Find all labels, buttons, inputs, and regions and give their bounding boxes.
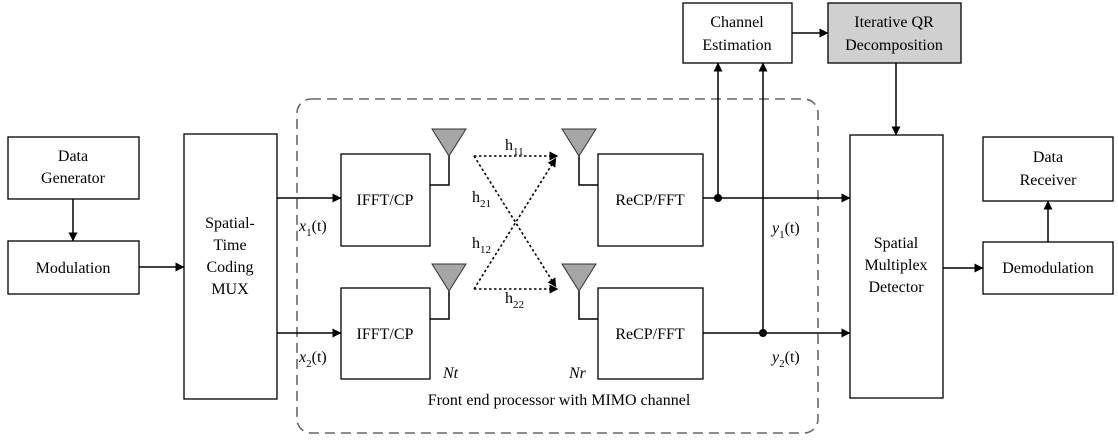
signal-label-y1: y1(t) [770,220,800,241]
channel-label-h21: h21 [472,189,491,210]
rx-antenna-2-icon [561,263,598,320]
front-end-region [296,98,819,434]
svg-text:MUX: MUX [211,281,249,298]
signal-label-x1: x1(t) [298,218,327,239]
svg-text:ReCP/FFT: ReCP/FFT [615,192,685,209]
svg-text:Detector: Detector [868,279,924,296]
channel-estimation-block: Channel Estimation [682,2,793,64]
stc-mux-block: Spatial- Time Coding MUX [183,133,278,400]
data-receiver-block: Data Receiver [982,136,1114,202]
ifft-cp-block-2: IFFT/CP [340,287,431,380]
rx-antenna-1-icon [561,128,598,186]
svg-text:Time: Time [213,237,246,254]
svg-text:Iterative QR: Iterative QR [854,14,934,31]
junction-dot-y1 [714,194,722,202]
svg-text:Coding: Coding [206,259,253,276]
tx-antenna-2-icon [430,263,467,320]
data-generator-block: Data Generator [7,136,140,200]
recp-fft-block-1: ReCP/FFT [597,153,704,247]
tx-antenna-1-icon [430,128,467,186]
svg-text:Estimation: Estimation [702,37,771,54]
svg-text:Multiplex: Multiplex [864,257,927,274]
iterative-qr-block: Iterative QR Decomposition [827,2,962,64]
demodulation-block: Demodulation [982,241,1114,295]
svg-text:Data: Data [1033,149,1063,166]
spatial-detector-block: Spatial Multiplex Detector [849,134,944,399]
junction-dot-y2 [759,329,767,337]
svg-text:Spatial-: Spatial- [205,215,255,232]
channel-label-h22: h22 [505,290,524,311]
channel-label-h12: h12 [472,235,491,256]
svg-text:Decomposition: Decomposition [845,37,943,54]
channel-path-h12 [473,157,557,290]
svg-text:Channel: Channel [710,14,764,31]
recp-fft-block-2: ReCP/FFT [597,287,704,380]
ifft-cp-block-1: IFFT/CP [340,153,431,247]
svg-text:Generator: Generator [41,170,106,187]
channel-path-h21 [473,155,557,288]
modulation-block: Modulation [7,240,140,295]
signal-label-x2: x2(t) [298,349,327,370]
front-end-caption: Front end processor with MIMO channel [428,392,691,409]
rx-antenna-count-label: Nr [568,365,587,382]
signal-label-y2: y2(t) [770,349,800,370]
svg-text:Spatial: Spatial [874,235,919,252]
svg-text:Modulation: Modulation [36,260,111,277]
svg-text:IFFT/CP: IFFT/CP [357,192,414,209]
svg-text:IFFT/CP: IFFT/CP [357,326,414,343]
channel-label-h11: h11 [505,137,524,158]
svg-text:ReCP/FFT: ReCP/FFT [615,326,685,343]
tx-antenna-count-label: Nt [442,365,459,382]
svg-text:Receiver: Receiver [1020,172,1078,189]
svg-text:Demodulation: Demodulation [1002,260,1094,277]
svg-text:Data: Data [58,148,88,165]
